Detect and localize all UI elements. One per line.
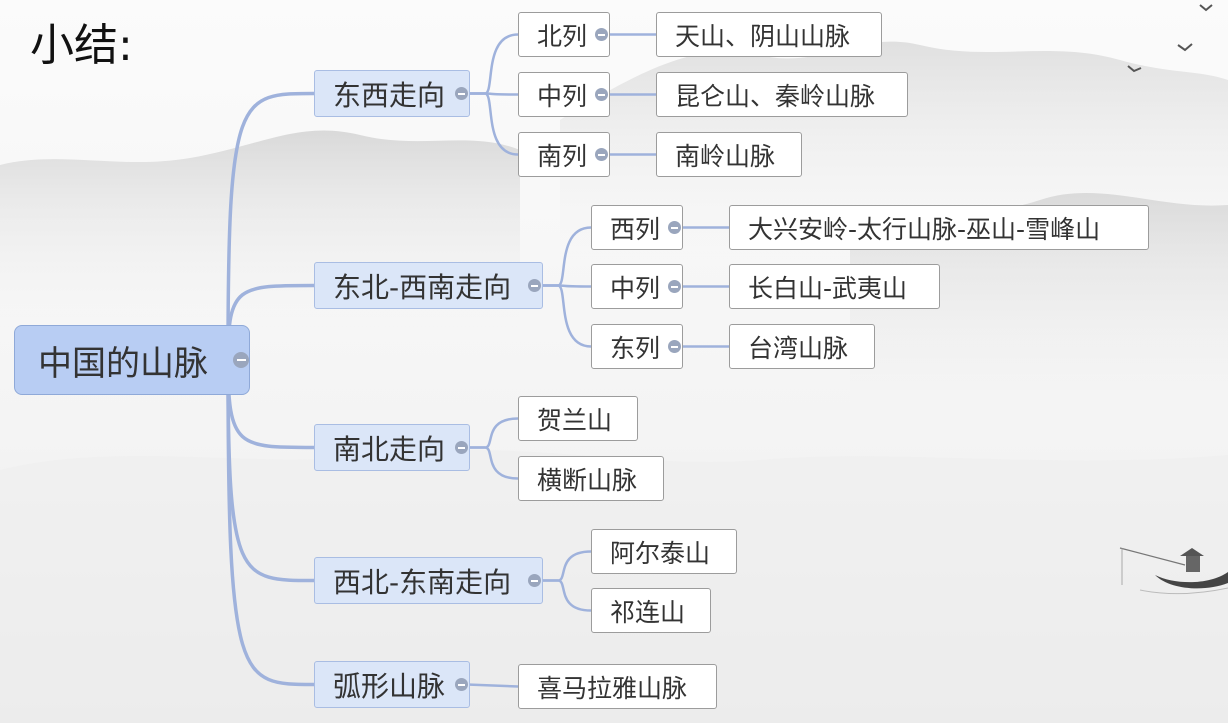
branch-node[interactable]: 东西走向 — [314, 70, 470, 117]
leaf-node-label: 长白山-武夷山 — [748, 273, 908, 303]
sub-node[interactable]: 横断山脉 — [518, 456, 664, 501]
collapse-toggle-icon[interactable] — [527, 279, 541, 292]
branch-node[interactable]: 西北-东南走向 — [314, 557, 543, 604]
sub-node-label: 贺兰山 — [537, 405, 613, 435]
sub-node-label: 中列 — [610, 273, 661, 303]
leaf-node-label: 天山、阴山山脉 — [675, 21, 851, 51]
collapse-toggle-icon[interactable] — [667, 340, 681, 353]
collapse-toggle-icon[interactable] — [667, 280, 681, 293]
connector-line — [226, 358, 316, 687]
collapse-toggle-icon[interactable] — [594, 88, 608, 101]
sub-node-label: 中列 — [537, 81, 588, 111]
page-title: 小结: — [30, 20, 133, 71]
leaf-node[interactable]: 台湾山脉 — [729, 324, 875, 369]
connector-line — [538, 550, 593, 582]
leaf-node[interactable]: 南岭山脉 — [656, 132, 802, 177]
connector-line — [465, 417, 520, 449]
leaf-node-label: 南岭山脉 — [675, 141, 776, 171]
connector-line — [465, 446, 520, 480]
sub-node-label: 东列 — [610, 333, 661, 363]
branch-node-label: 西北-东南走向 — [333, 565, 512, 599]
root-node[interactable]: 中国的山脉 — [14, 325, 250, 395]
connector-line — [465, 92, 520, 156]
leaf-node[interactable]: 长白山-武夷山 — [729, 264, 940, 309]
sub-node[interactable]: 阿尔泰山 — [591, 529, 737, 574]
connector-line — [465, 683, 520, 688]
sub-node[interactable]: 喜马拉雅山脉 — [518, 664, 717, 709]
sub-node-label: 喜马拉雅山脉 — [537, 673, 688, 703]
connector-line — [226, 91, 316, 362]
branch-node-label: 弧形山脉 — [333, 669, 446, 703]
sub-node-label: 北列 — [537, 21, 588, 51]
branch-node-label: 东西走向 — [333, 78, 446, 112]
sub-node-label: 西列 — [610, 214, 661, 244]
root-node-label: 中国的山脉 — [38, 343, 208, 384]
connector-line — [465, 33, 520, 95]
leaf-node-label: 昆仑山、秦岭山脉 — [675, 81, 876, 111]
collapse-toggle-icon[interactable] — [594, 28, 608, 41]
sub-node[interactable]: 中列 — [591, 264, 683, 309]
collapse-toggle-icon[interactable] — [667, 221, 681, 234]
collapse-toggle-icon[interactable] — [454, 678, 468, 691]
collapse-toggle-icon[interactable] — [594, 148, 608, 161]
branch-node[interactable]: 东北-西南走向 — [314, 262, 543, 309]
sub-node[interactable]: 北列 — [518, 12, 610, 57]
leaf-node[interactable]: 昆仑山、秦岭山脉 — [656, 72, 908, 117]
collapse-toggle-icon[interactable] — [527, 574, 541, 587]
sub-node-label: 南列 — [537, 141, 588, 171]
branch-node[interactable]: 南北走向 — [314, 424, 470, 471]
sub-node-label: 横断山脉 — [537, 465, 638, 495]
sub-node[interactable]: 贺兰山 — [518, 396, 638, 441]
connector-line — [538, 284, 593, 348]
leaf-node[interactable]: 大兴安岭-太行山脉-巫山-雪峰山 — [729, 205, 1149, 250]
collapse-toggle-icon[interactable] — [454, 87, 468, 100]
leaf-node-label: 台湾山脉 — [748, 333, 849, 363]
collapse-toggle-icon[interactable] — [454, 441, 468, 454]
bird-icon — [1127, 4, 1213, 73]
connector-line — [538, 579, 593, 612]
branch-node-label: 东北-西南走向 — [333, 270, 512, 304]
sub-node[interactable]: 祁连山 — [591, 588, 711, 633]
leaf-node[interactable]: 天山、阴山山脉 — [656, 12, 882, 57]
collapse-toggle-icon[interactable] — [233, 352, 249, 368]
leaf-node-label: 大兴安岭-太行山脉-巫山-雪峰山 — [748, 214, 1101, 244]
fisherman-boat-icon — [1119, 547, 1228, 595]
sub-node[interactable]: 东列 — [591, 324, 683, 369]
branch-node-label: 南北走向 — [333, 432, 446, 466]
connector-line — [538, 226, 593, 287]
sub-node[interactable]: 中列 — [518, 72, 610, 117]
branch-node[interactable]: 弧形山脉 — [314, 661, 470, 708]
sub-node-label: 祁连山 — [610, 597, 686, 627]
sub-node-label: 阿尔泰山 — [610, 538, 711, 568]
